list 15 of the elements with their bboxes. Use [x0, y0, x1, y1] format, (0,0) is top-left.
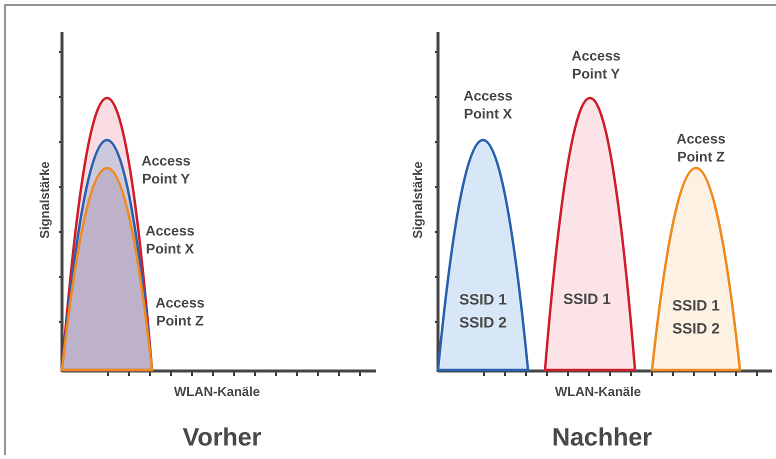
panel-heading: Vorher [182, 422, 262, 454]
axis-title: WLAN-Kanäle [555, 384, 641, 400]
access-point-label: Access Point Z [155, 294, 205, 330]
access-point-label: Access Point X [463, 88, 513, 122]
access-point-label: Access Point X [145, 222, 195, 258]
ssid-label: SSID 1 [562, 290, 612, 310]
axis-title: Signalstärke [36, 161, 53, 239]
access-point-label: Access Point Y [571, 48, 621, 82]
ssid-label: SSID 1 SSID 2 [671, 296, 721, 339]
access-point-label: Access Point Z [676, 130, 726, 166]
panel-heading: Nachher [552, 422, 652, 454]
axis-title: Signalstärke [410, 161, 426, 239]
axis-title: WLAN-Kanäle [174, 384, 260, 400]
access-point-label: Access Point Y [141, 152, 191, 188]
ssid-label: SSID 1 SSID 2 [458, 290, 508, 333]
